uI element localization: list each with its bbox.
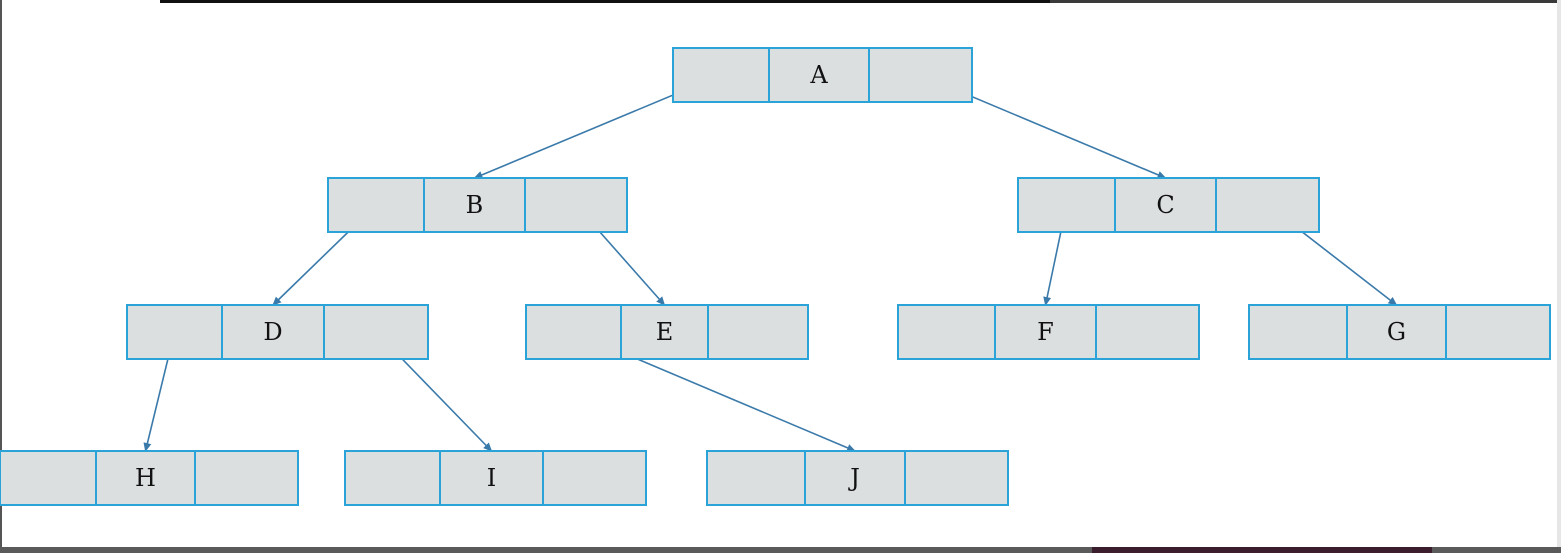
node-g-data-cell	[1346, 304, 1447, 360]
node-e-data-cell	[620, 304, 709, 360]
node-label-e: E	[656, 318, 674, 346]
tree-node-i: I	[344, 450, 647, 506]
node-a-data-cell	[768, 47, 870, 103]
node-a-right-pointer-cell	[868, 47, 973, 103]
node-e-right-pointer-cell	[707, 304, 809, 360]
nodes-layer: A B C D E F G H I J	[0, 47, 1551, 506]
tree-node-h: H	[0, 450, 299, 506]
node-label-j: J	[847, 464, 860, 492]
frame-bottom-accent	[1092, 547, 1432, 553]
edges-layer	[143, 74, 1398, 452]
tree-node-a: A	[672, 47, 973, 103]
node-i-data-cell	[439, 450, 544, 506]
node-b-right-pointer-cell	[524, 177, 628, 233]
node-f-data-cell	[994, 304, 1097, 360]
node-b-data-cell	[423, 177, 526, 233]
node-d-data-cell	[221, 304, 325, 360]
frame-top-border	[160, 0, 1050, 3]
node-label-d: D	[263, 318, 282, 346]
node-j-right-pointer-cell	[904, 450, 1009, 506]
node-j-left-pointer-cell	[706, 450, 806, 506]
node-e-left-pointer-cell	[525, 304, 622, 360]
node-h-left-pointer-cell	[0, 450, 97, 506]
node-i-right-pointer-cell	[542, 450, 647, 506]
tree-node-e: E	[525, 304, 809, 360]
tree-node-j: J	[706, 450, 1009, 506]
node-g-right-pointer-cell	[1445, 304, 1551, 360]
node-label-i: I	[487, 464, 496, 492]
node-f-left-pointer-cell	[897, 304, 996, 360]
node-c-left-pointer-cell	[1017, 177, 1116, 233]
frame-left-border	[0, 0, 2, 553]
node-d-right-pointer-cell	[323, 304, 429, 360]
node-f-right-pointer-cell	[1095, 304, 1200, 360]
node-c-right-pointer-cell	[1215, 177, 1320, 233]
tree-node-d: D	[126, 304, 429, 360]
node-b-left-pointer-cell	[327, 177, 425, 233]
tree-node-b: B	[327, 177, 628, 233]
node-d-left-pointer-cell	[126, 304, 223, 360]
node-label-f: F	[1037, 318, 1054, 346]
tree-node-f: F	[897, 304, 1200, 360]
frame-top-border-right	[1050, 0, 1561, 3]
node-label-b: B	[466, 191, 484, 219]
tree-node-c: C	[1017, 177, 1320, 233]
node-label-g: G	[1387, 318, 1406, 346]
frame-bottom-border	[0, 547, 1561, 553]
node-h-right-pointer-cell	[194, 450, 299, 506]
tree-node-g: G	[1248, 304, 1551, 360]
node-label-a: A	[809, 61, 828, 89]
frame-right-border	[1557, 0, 1561, 553]
node-label-h: H	[135, 464, 156, 492]
node-a-left-pointer-cell	[672, 47, 770, 103]
node-g-left-pointer-cell	[1248, 304, 1348, 360]
node-label-c: C	[1156, 191, 1174, 219]
node-i-left-pointer-cell	[344, 450, 441, 506]
